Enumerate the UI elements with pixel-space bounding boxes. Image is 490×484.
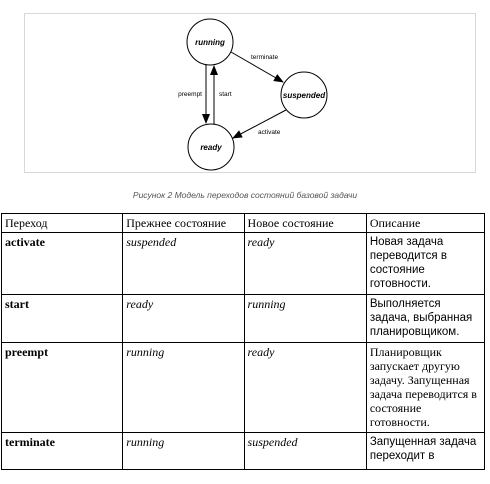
cell-prev-state: suspended <box>122 232 245 295</box>
cell-new-state: ready <box>243 342 367 433</box>
state-node-suspended: suspended <box>280 71 328 119</box>
edge-preempt: preempt <box>178 65 210 124</box>
cell-description: Выполняется задача, выбранная планировщи… <box>365 294 486 343</box>
table-header-row: Переход Прежнее состояние Новое состояни… <box>0 213 486 233</box>
cell-prev-state: running <box>122 432 245 470</box>
header-prev-state: Прежнее состояние <box>122 213 245 233</box>
edge-label-start: start <box>219 91 232 98</box>
figure-caption: Рисунок 2 Модель переходов состояний баз… <box>132 190 358 200</box>
table-row: terminate running suspended Запущенная з… <box>0 432 486 470</box>
state-diagram: running suspended ready terminate preemp… <box>178 18 328 171</box>
header-transition: Переход <box>0 213 124 233</box>
cell-transition: preempt <box>0 342 124 433</box>
cell-transition: terminate <box>0 432 124 470</box>
cell-new-state: ready <box>243 232 367 295</box>
edge-label-terminate: terminate <box>251 54 278 61</box>
cell-description: Планировщик запускает другую задачу. Зап… <box>365 342 486 433</box>
edge-start: start <box>210 65 232 124</box>
table-row: start ready running Выполняется задача, … <box>0 294 486 343</box>
state-node-ready: ready <box>187 123 235 171</box>
state-label-ready: ready <box>200 143 222 152</box>
edge-label-preempt: preempt <box>178 91 202 98</box>
table-row: activate suspended ready Новая задача пе… <box>0 232 486 295</box>
cell-prev-state: running <box>122 342 245 433</box>
cell-transition: start <box>0 294 124 343</box>
edge-activate: activate <box>232 109 287 139</box>
cell-description: Новая задача переводится в состояние гот… <box>365 232 486 295</box>
transitions-table: Переход Прежнее состояние Новое состояни… <box>0 213 486 470</box>
cell-transition: activate <box>0 232 124 295</box>
state-label-running: running <box>195 38 225 47</box>
table-row: preempt running ready Планировщик запуск… <box>0 342 486 433</box>
cell-new-state: suspended <box>243 432 367 470</box>
header-new-state: Новое состояние <box>243 213 367 233</box>
header-description: Описание <box>365 213 486 233</box>
edge-label-activate: activate <box>258 129 281 136</box>
state-diagram-figure: running suspended ready terminate preemp… <box>24 13 476 173</box>
cell-description: Запущенная задача переходит в <box>365 432 486 470</box>
cell-new-state: running <box>243 294 367 343</box>
state-label-suspended: suspended <box>283 91 326 100</box>
cell-prev-state: ready <box>122 294 245 343</box>
state-node-running: running <box>186 18 234 66</box>
edge-terminate: terminate <box>230 51 284 83</box>
